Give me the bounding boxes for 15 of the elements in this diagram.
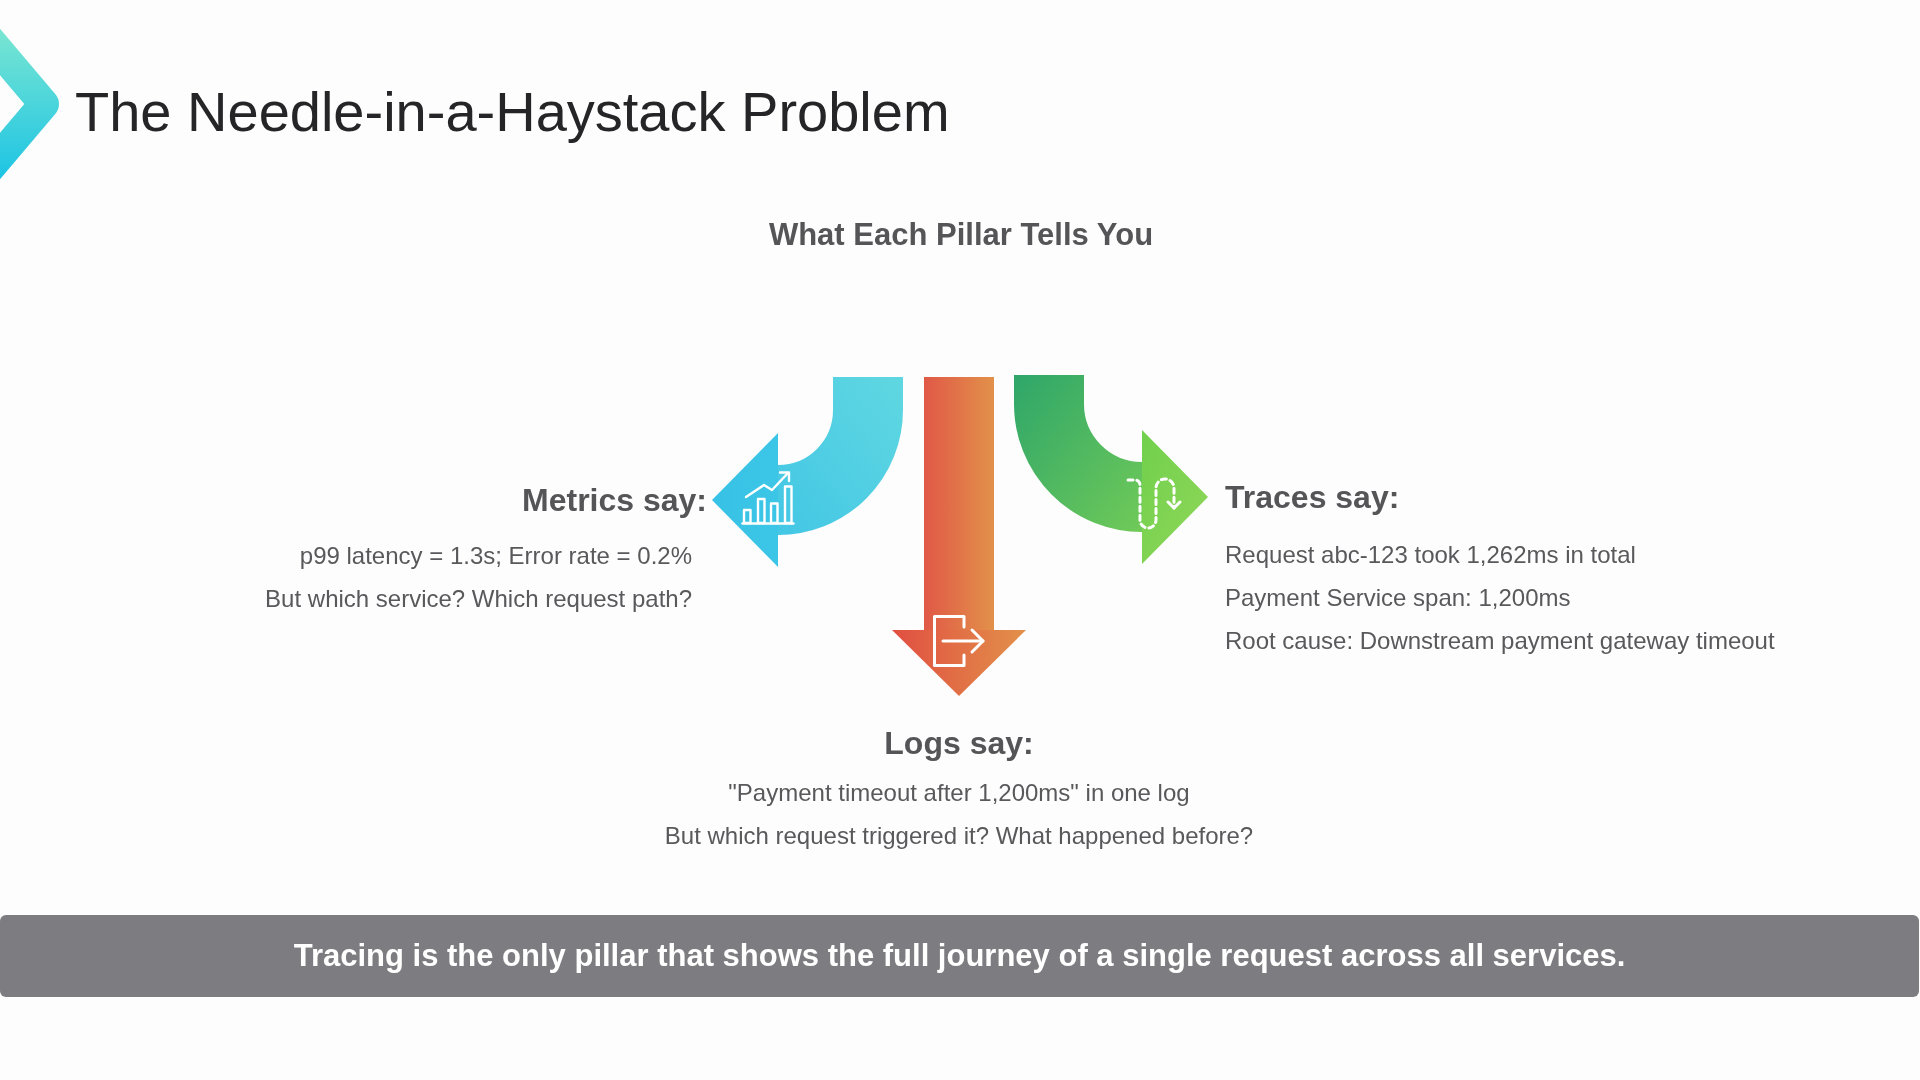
straight-arrow [892,377,1026,696]
slide-title: The Needle-in-a-Haystack Problem [75,79,950,145]
curved-arrow [712,375,903,567]
pillar-heading: Traces say: [1225,478,1400,517]
summary-text: Tracing is the only pillar that shows the full journey of a single request across all services. [293,937,1626,975]
pillar-note: But which request triggered it? What happened before? [664,821,1254,851]
pillar-heading: Metrics say: [522,481,707,520]
pillar-note: "Payment timeout after 1,200ms" in one log [728,778,1190,808]
pillar-note: Payment Service span: 1,200ms [1225,583,1571,613]
pillar-note: Request abc-123 took 1,262ms in total [1225,540,1636,570]
pillar-heading: Logs say: [884,724,1034,763]
pillar-note: But which service? Which request path? [265,584,692,614]
pillar-note: p99 latency = 1.3s; Error rate = 0.2% [299,541,692,571]
subtitle: What Each Pillar Tells You [768,216,1154,254]
pillar-note: Root cause: Downstream payment gateway timeout [1225,626,1775,656]
